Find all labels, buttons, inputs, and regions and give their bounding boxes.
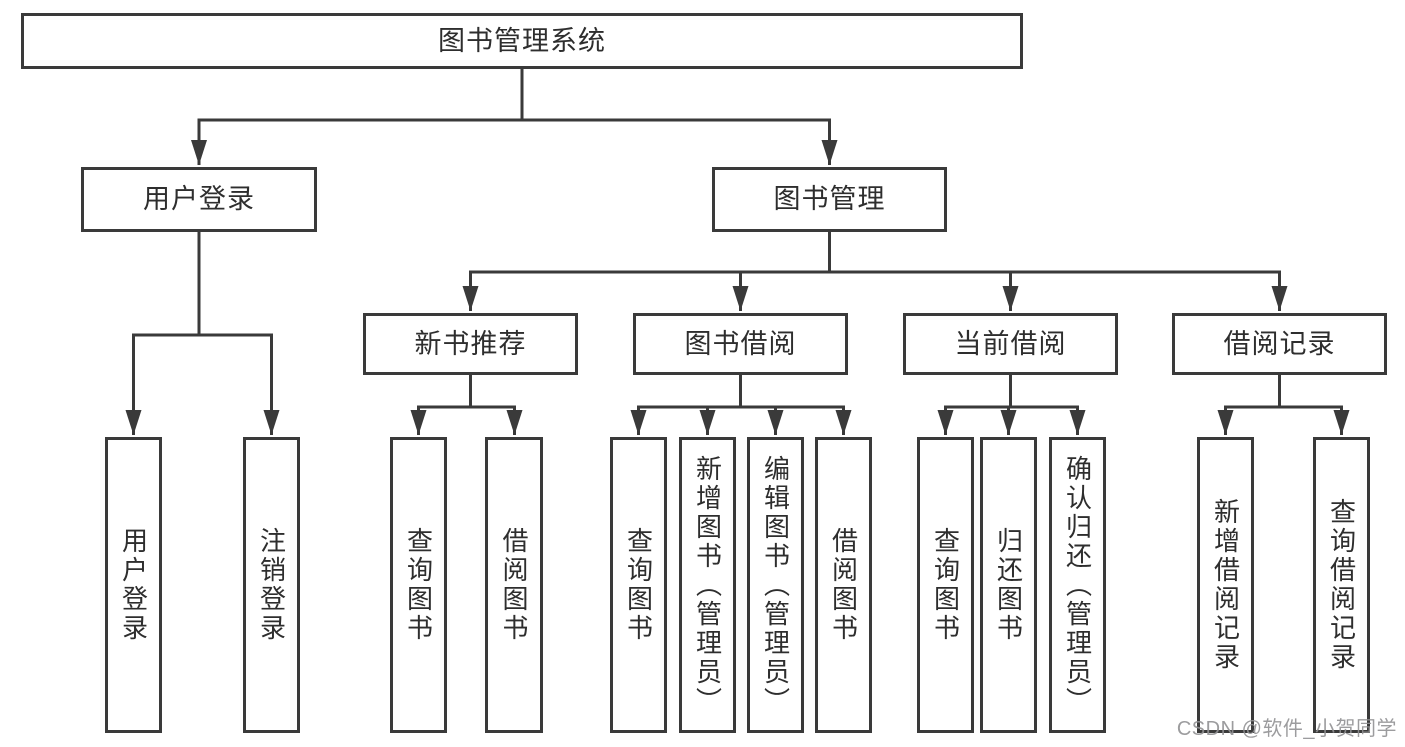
node-new-book-recommendation: 新书推荐 [363, 313, 578, 375]
node-label: 查询图书 [623, 527, 654, 643]
node-label: 借阅图书 [828, 527, 859, 643]
node-add-borrow-record: 新增借阅记录 [1197, 437, 1254, 733]
node-label: 查询借阅记录 [1326, 498, 1357, 672]
node-query-books-current: 查询图书 [917, 437, 974, 733]
node-label: 编辑图书（管理员） [760, 454, 791, 716]
node-query-books-borrowing: 查询图书 [610, 437, 667, 733]
node-label: 注销登录 [256, 527, 287, 643]
node-book-borrowing: 图书借阅 [633, 313, 848, 375]
node-user-login: 用户登录 [81, 167, 317, 232]
node-return-books: 归还图书 [980, 437, 1037, 733]
node-query-books-recommend: 查询图书 [390, 437, 447, 733]
node-confirm-return-admin: 确认归还（管理员） [1049, 437, 1106, 733]
node-add-books-admin: 新增图书（管理员） [679, 437, 736, 733]
node-library-management-system: 图书管理系统 [21, 13, 1023, 69]
node-label: 确认归还（管理员） [1062, 454, 1093, 716]
node-current-borrowing: 当前借阅 [903, 313, 1118, 375]
node-borrow-books-recommend: 借阅图书 [485, 437, 543, 733]
csdn-watermark: CSDN @软件_小贺同学 [1176, 718, 1397, 740]
node-borrowing-records: 借阅记录 [1172, 313, 1387, 375]
node-label: 查询图书 [930, 527, 961, 643]
node-logout-leaf: 注销登录 [243, 437, 300, 733]
node-book-management: 图书管理 [712, 167, 947, 232]
node-label: 新增图书（管理员） [692, 454, 723, 716]
node-label: 归还图书 [993, 527, 1024, 643]
node-label: 用户登录 [118, 527, 149, 643]
node-borrow-books-leaf: 借阅图书 [815, 437, 872, 733]
node-label: 借阅图书 [499, 527, 529, 643]
node-query-borrow-record: 查询借阅记录 [1313, 437, 1370, 733]
node-edit-books-admin: 编辑图书（管理员） [747, 437, 804, 733]
node-label: 新增借阅记录 [1210, 498, 1241, 672]
node-label: 查询图书 [403, 527, 434, 643]
node-user-login-leaf: 用户登录 [105, 437, 162, 733]
